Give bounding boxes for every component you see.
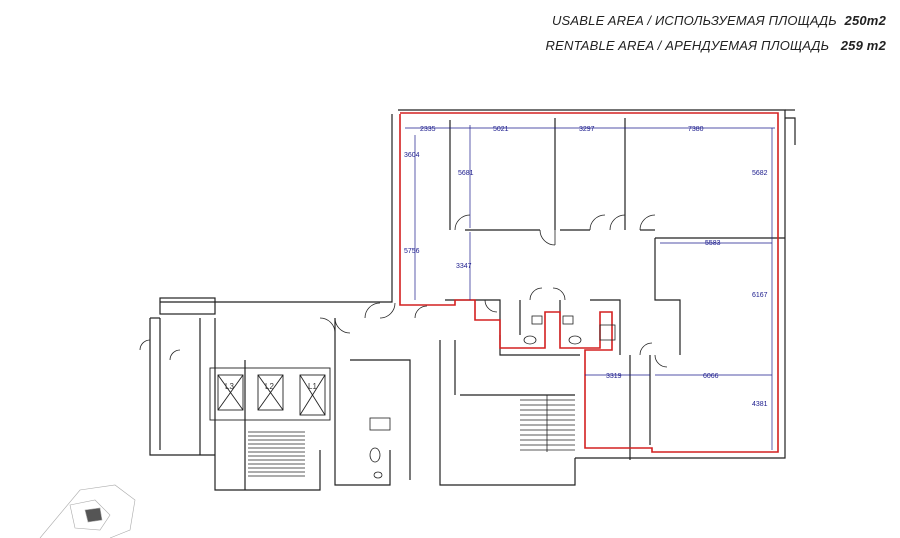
dim-6167: 6167 [752,292,768,299]
stairs [248,394,575,477]
dim-7380: 7380 [688,126,704,133]
toilet-fixtures [369,315,616,479]
site-key-plan [39,484,136,538]
dim-3604: 3604 [404,152,420,159]
building-walls [149,109,796,491]
dim-6066: 6066 [703,373,719,380]
rentable-area-label: RENTABLE AREA / АРЕНДУЕМАЯ ПЛОЩАДЬ [545,38,830,53]
dim-2335: 2335 [420,126,436,133]
dim-5681: 5681 [458,170,474,177]
lift-l2-label: L2 [265,382,274,391]
lift-shafts [209,367,331,421]
dim-3297: 3297 [579,126,595,133]
dim-5583: 5583 [705,240,721,247]
rentable-area-value: 259 m2 [840,38,886,53]
dim-5756: 5756 [404,248,420,255]
door-arcs [139,214,668,368]
lift-l3-label: L3 [225,382,234,391]
dim-3319: 3319 [606,373,622,380]
dim-5682: 5682 [752,170,768,177]
lift-l1-label: L1 [308,382,317,391]
dim-5021: 5021 [493,126,509,133]
usable-area-value: 250m2 [844,13,886,28]
lease-boundary [399,112,779,453]
rentable-area-line: RENTABLE AREA / АРЕНДУЕМАЯ ПЛОЩАДЬ 259 m… [546,38,886,53]
dim-4381: 4381 [752,401,768,408]
usable-area-label: USABLE AREA / ИСПОЛЬЗУЕМАЯ ПЛОЩАДЬ [551,13,837,28]
usable-area-line: USABLE AREA / ИСПОЛЬЗУЕМАЯ ПЛОЩАДЬ 250m2 [552,13,886,28]
dim-3347: 3347 [456,263,472,270]
dimension-lines [405,125,775,450]
